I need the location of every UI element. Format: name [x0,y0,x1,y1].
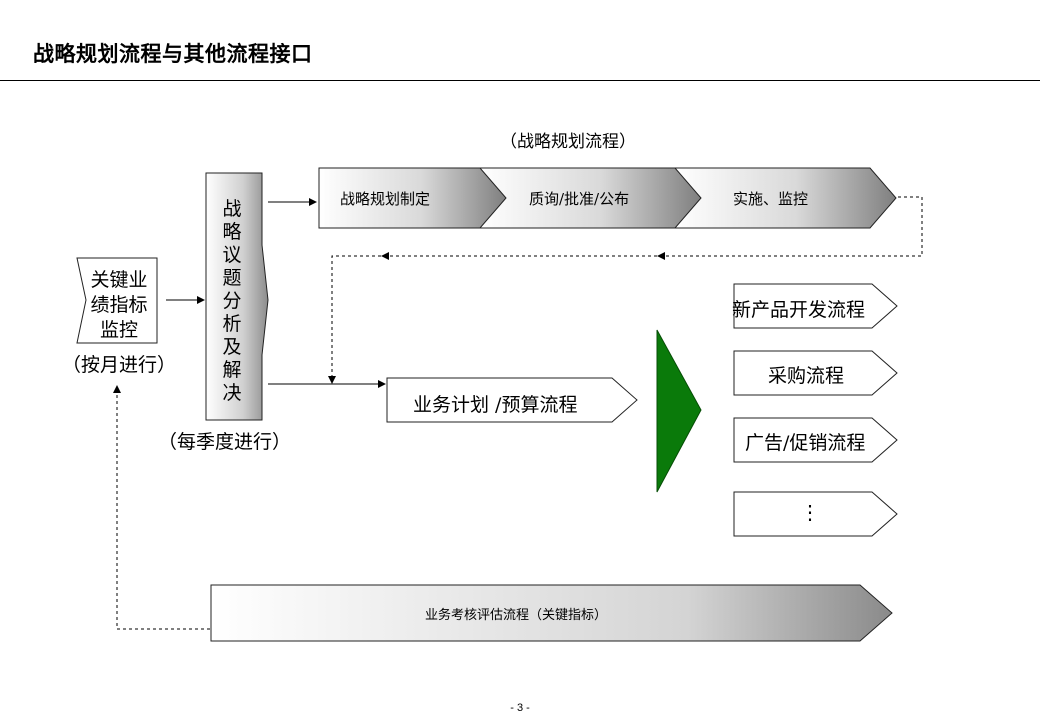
kpi-line-3: 监控 [99,319,138,341]
evaluation-dashed-loop [116,392,210,630]
process-box-more [733,491,898,537]
strategy-process-label: （战略规划流程） [500,132,636,152]
feedback-dashed-loop [331,196,923,380]
kpi-note: （按月进行） [62,354,177,376]
business-plan-shape [386,377,638,423]
feedback-arrowhead-2 [381,252,389,260]
issue-analysis-shape [205,172,269,421]
step-label-formulation: 战略规划制定 [340,190,431,208]
feedback-arrowhead-3 [328,376,336,384]
process-label-purchasing: 采购流程 [768,365,845,387]
feedback-arrowhead-1 [657,252,665,260]
process-label-more: ⋮ [800,500,820,524]
evaluation-process-label: 业务考核评估流程（关键指标） [425,608,608,623]
green-triangle [656,329,702,493]
kpi-line-1: 关键业 [90,269,148,291]
page-number: - 3 - [510,702,530,714]
process-box-purchasing [733,350,898,396]
evaluation-arrowhead [113,385,121,393]
page-title: 战略规划流程与其他流程接口 [33,42,313,66]
step-label-implement: 实施、监控 [733,190,809,208]
business-plan-label: 业务计划 /预算流程 [413,394,578,416]
kpi-monitor-shape [76,257,158,344]
step-label-review: 质询/批准/公布 [529,190,630,208]
process-box-new-product [733,283,898,329]
process-box-advertising [733,417,898,463]
chevron-strategy-formulation [318,167,507,229]
title-divider [0,80,1040,81]
issue-analysis-text: 战略议题分析及解决 [222,198,242,404]
evaluation-process-shape [210,584,893,642]
kpi-line-2: 绩指标 [90,294,148,316]
process-label-advertising: 广告/促销流程 [745,432,866,454]
process-label-new-product: 新产品开发流程 [732,299,866,321]
issue-analysis-note: （每季度进行） [158,431,292,453]
